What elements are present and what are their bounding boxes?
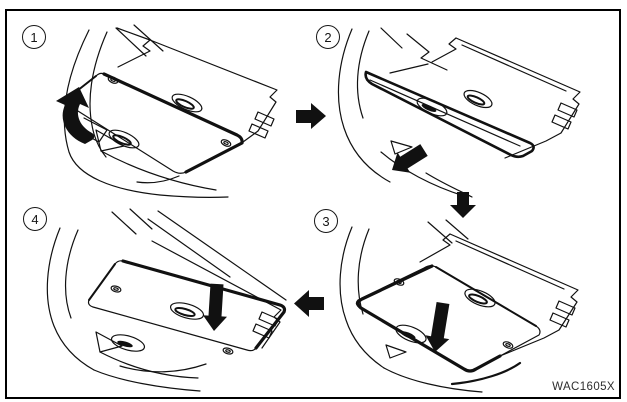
board-clip-icon: [107, 76, 119, 84]
panel-3-illustration: [339, 219, 579, 393]
car-body-lines: [63, 24, 229, 198]
board-handle-icon: [110, 334, 146, 352]
board-clip-icon: [393, 278, 405, 286]
pull-out-down-left-arrow-icon: [392, 144, 428, 173]
board-handle-icon: [108, 129, 140, 149]
step-4-badge: 4: [23, 207, 47, 231]
cargo-floor-lines: [389, 37, 581, 159]
car-body-lines: [46, 208, 201, 392]
board-clip-icon: [110, 285, 122, 293]
lower-board-down-arrow-icon: [425, 302, 450, 352]
step-2-badge: 2: [316, 25, 340, 49]
luggage-board: [65, 72, 244, 174]
step-1-number: 1: [30, 29, 38, 45]
cargo-floor-lines: [116, 27, 278, 184]
board-handle-icon: [395, 324, 427, 344]
cargo-floor-lines: [419, 233, 579, 386]
flow-arrow-right-icon: [296, 103, 326, 129]
cargo-floor-lines: [119, 210, 287, 373]
panel-4-illustration: [46, 208, 287, 392]
flow-arrow-down-icon: [450, 192, 476, 218]
board-handle-icon: [463, 89, 493, 109]
car-body-lines: [339, 219, 483, 393]
curved-lift-up-arrow-icon: [56, 87, 95, 144]
board-clip-icon: [220, 139, 232, 147]
luggage-board-tilted: [364, 70, 535, 159]
board-handle-icon: [416, 97, 448, 117]
luggage-board: [87, 259, 287, 355]
luggage-board: [355, 264, 541, 373]
step-3-number: 3: [322, 213, 330, 229]
panel-1-illustration: [56, 24, 278, 198]
press-down-arrow-icon: [203, 283, 227, 331]
board-clip-icon: [502, 341, 514, 349]
step-3-badge: 3: [314, 209, 338, 233]
board-handle-icon: [464, 288, 496, 308]
step-4-number: 4: [31, 211, 39, 227]
panel-2-illustration: [337, 27, 581, 198]
board-handle-icon: [171, 93, 203, 113]
board-clip-icon: [222, 347, 234, 355]
car-body-lines: [337, 27, 473, 198]
board-handle-icon: [169, 302, 205, 320]
figure-code-label: WAC1605X: [552, 381, 615, 393]
flow-arrow-left-icon: [294, 290, 324, 317]
step-2-number: 2: [324, 29, 332, 45]
step-1-badge: 1: [22, 25, 46, 49]
figure-border: [5, 9, 621, 399]
